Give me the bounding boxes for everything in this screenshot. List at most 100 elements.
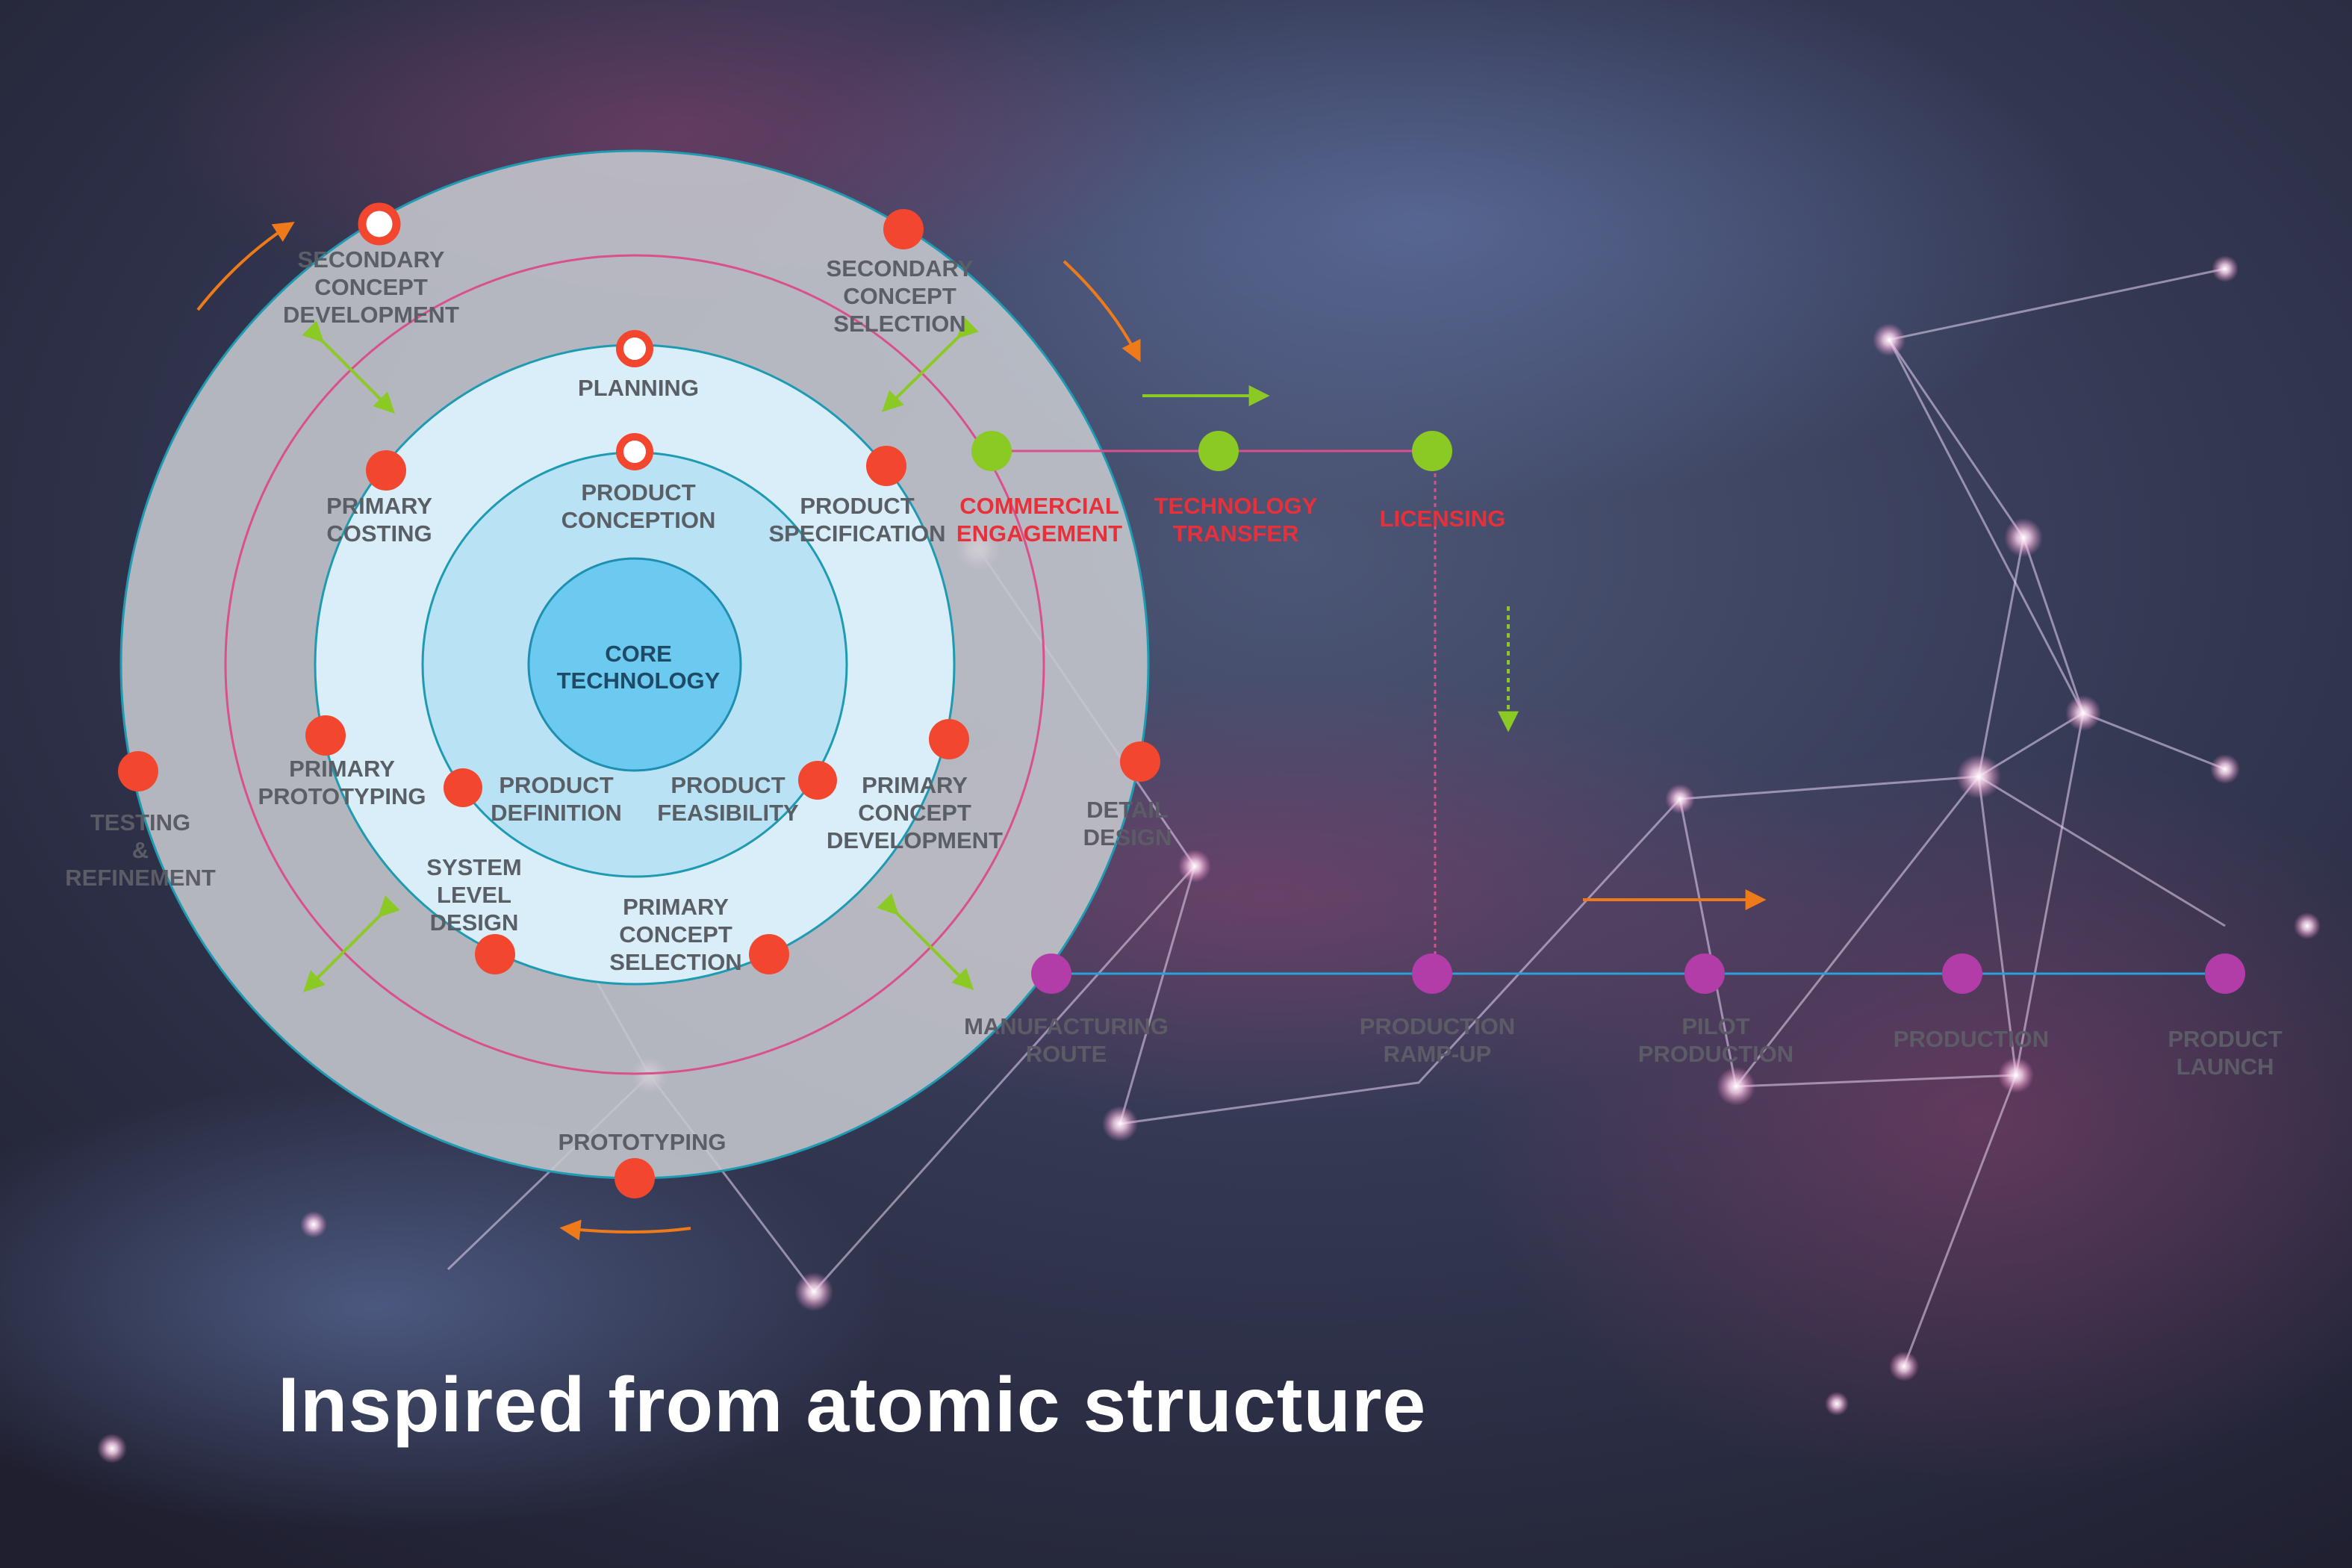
label-line: PLANNING — [578, 375, 699, 401]
arrow-green-bottom-right — [877, 893, 974, 990]
label-line: TECHNOLOGY — [1154, 493, 1318, 519]
core-circle — [527, 557, 742, 772]
label-line: SELECTION — [833, 311, 965, 337]
label-line: TRANSFER — [1173, 520, 1299, 547]
node-primary-concept-selection — [749, 934, 789, 974]
arrow-orange-top-left — [196, 221, 295, 311]
label-line: PRODUCT — [800, 493, 914, 519]
label-line: PILOT — [1681, 1013, 1749, 1039]
label-line: & — [132, 837, 149, 863]
node-product-feasibility — [798, 761, 837, 800]
label-line: DEVELOPMENT — [283, 302, 459, 328]
label-line: MANUFACTURING — [964, 1013, 1169, 1039]
node-licensing — [1412, 431, 1452, 471]
node-product-conception — [616, 433, 653, 470]
label-line: DESIGN — [1083, 824, 1172, 850]
label-line: PRODUCTION — [1894, 1026, 2049, 1052]
arrow-orange-top-right — [1063, 260, 1141, 363]
arrow-green-bottom-left — [303, 895, 400, 992]
label-licensing: LICENSING — [1380, 505, 1506, 532]
label-line: DEFINITION — [491, 800, 622, 826]
node-detail-design — [1120, 741, 1160, 782]
label-line: DEVELOPMENT — [827, 827, 1003, 853]
label-line: PRODUCTION — [1638, 1041, 1793, 1067]
label-line: PRIMARY — [623, 894, 729, 920]
node-product-specification — [866, 446, 906, 486]
label-line: COMMERCIAL — [959, 493, 1119, 519]
label-line: CONCEPT — [619, 921, 732, 948]
node-product-launch — [2205, 953, 2245, 994]
node-system-level-design — [475, 934, 515, 974]
label-line: CONCEPT — [843, 283, 956, 309]
node-primary-costing — [366, 450, 406, 491]
production-track — [1031, 953, 2245, 994]
orbit-arrows — [196, 221, 1767, 1241]
label-line: SECONDARY — [298, 246, 445, 273]
ring-nodes — [118, 202, 1160, 1198]
label-line: CORE — [605, 641, 672, 667]
node-secondary-concept-selection — [883, 209, 924, 249]
label-line: CONCEPTION — [561, 507, 716, 533]
node-secondary-concept-development — [358, 202, 401, 246]
node-manufacturing-route — [1031, 953, 1071, 994]
label-line: PRIMARY — [862, 772, 968, 798]
arrow-green-top-right — [882, 317, 979, 412]
label-line: PROTOTYPING — [558, 1129, 726, 1155]
label-planning: PLANNING — [578, 375, 699, 401]
label-line: PRODUCT — [581, 479, 695, 505]
label-line: FEASIBILITY — [657, 800, 799, 826]
arrow-green-top-left — [302, 320, 395, 414]
label-line: ENGAGEMENT — [956, 520, 1122, 547]
node-prototyping — [615, 1158, 655, 1198]
arrow-orange-bottom — [559, 1219, 691, 1241]
label-prototyping: PROTOTYPING — [558, 1129, 726, 1155]
label-line: REFINEMENT — [65, 865, 216, 891]
caption: Inspired from atomic structure — [278, 1362, 1427, 1449]
node-primary-prototyping — [305, 715, 346, 756]
node-technology-transfer — [1198, 431, 1239, 471]
label-line: SELECTION — [609, 949, 741, 975]
label-line: CONCEPT — [858, 800, 971, 826]
node-pilot-production — [1684, 953, 1725, 994]
label-testing-refinement: TESTING&REFINEMENT — [65, 809, 216, 891]
node-production-ramp-up — [1412, 953, 1452, 994]
node-primary-concept-development — [929, 719, 969, 759]
commercial-track — [971, 431, 1452, 974]
label-line: LICENSING — [1380, 505, 1506, 532]
label-production: PRODUCTION — [1894, 1026, 2049, 1052]
label-line: PROTOTYPING — [258, 783, 426, 809]
label-line: COSTING — [326, 520, 432, 547]
node-testing-refinement — [118, 751, 158, 791]
node-planning — [616, 330, 653, 367]
label-line: ROUTE — [1026, 1041, 1107, 1067]
label-line: TECHNOLOGY — [557, 668, 721, 694]
label-line: TESTING — [90, 809, 190, 836]
label-line: DESIGN — [430, 909, 519, 936]
label-line: RAMP-UP — [1384, 1041, 1492, 1067]
label-line: LEVEL — [437, 882, 511, 908]
label-line: LAUNCH — [2177, 1054, 2274, 1080]
label-line: PRODUCT — [2168, 1026, 2282, 1052]
label-line: PRODUCT — [671, 772, 785, 798]
label-line: SECONDARY — [827, 255, 974, 281]
